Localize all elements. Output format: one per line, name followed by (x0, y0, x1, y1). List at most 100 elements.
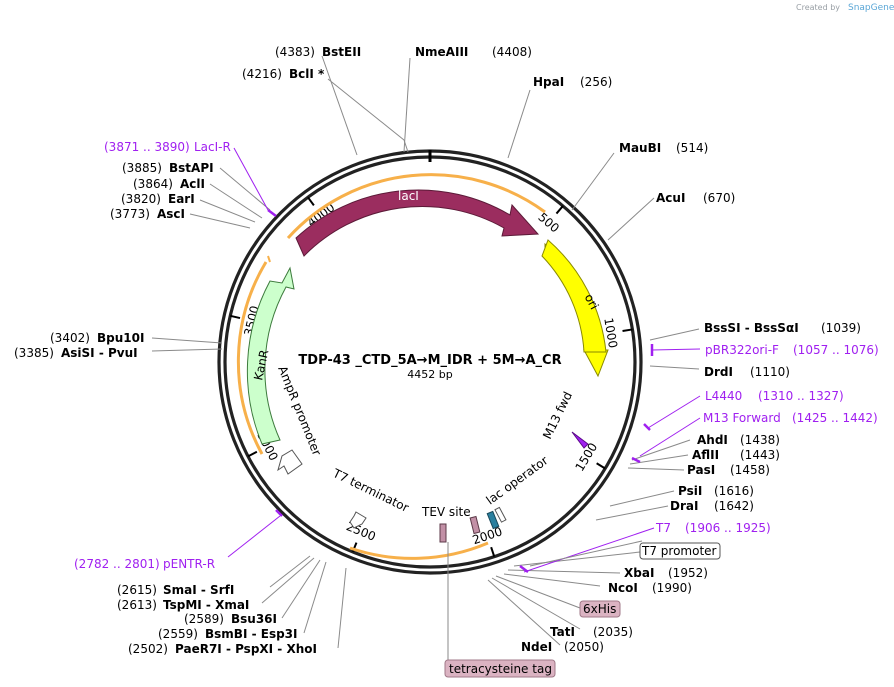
tetracysteine-tag (444, 659, 556, 678)
site-name-drdi: DrdI (704, 365, 733, 379)
tick-mark-500 (555, 205, 564, 215)
site-name-bcli: BclI * (289, 67, 325, 81)
site-name-ncoi: NcoI (608, 581, 638, 595)
site-name-paer7i: PaeR7I - PspXI - XhoI (175, 642, 317, 656)
site-pos-acli: (3864) (133, 177, 173, 191)
tick-label-1000: 1000 (601, 317, 620, 349)
laci-track-end (267, 255, 271, 263)
site-name-smai: SmaI - SrfI (163, 583, 234, 597)
site-pos-bpu10i: (3402) (50, 331, 90, 345)
tev-site-box (439, 523, 447, 543)
ori-label: ori (582, 291, 602, 311)
m13-fwd-label: M13 fwd (540, 389, 575, 441)
primer-range-l4440: (1310 .. 1327) (758, 389, 844, 403)
site-pos-asci: (3773) (110, 207, 150, 221)
site-name-bpu10i: Bpu10I (97, 331, 144, 345)
primer-range-pentr: (2782 .. 2801) (74, 557, 160, 571)
ori-arrow-body (541, 239, 607, 353)
site-name-bsteii: BstEII (322, 45, 361, 59)
site-name-psii: PsiI (678, 484, 702, 498)
site-name-xbai: XbaI (624, 566, 654, 580)
site-pos-psii: (1616) (714, 484, 754, 498)
site-pos-pasi: (1458) (730, 463, 770, 477)
site-name-ndei: NdeI (521, 640, 552, 654)
tick-mark-4000 (307, 196, 315, 206)
site-pos-ahdi: (1438) (740, 433, 780, 447)
site-name-nmeaiii: NmeAIII (415, 45, 468, 59)
site-pos-bstapi: (3885) (122, 161, 162, 175)
site-name-tati: TatI (550, 625, 575, 639)
site-pos-tati: (2035) (593, 625, 633, 639)
site-name-drai: DraI (670, 499, 698, 513)
primer-marks (267, 209, 654, 573)
site-pos-tspmi: (2613) (117, 598, 157, 612)
site-pos-bsssi: (1039) (821, 321, 861, 335)
credit-brand: SnapGene (848, 3, 894, 13)
primer-name-l4440: L4440 (705, 389, 742, 403)
site-name-aflii: AflII (692, 448, 719, 462)
site-name-asisi: AsiSI - PvuI (61, 346, 138, 360)
primer-range-m13fwd: (1425 .. 1442) (792, 411, 878, 425)
site-pos-ndei: (2050) (564, 640, 604, 654)
primer-range-t7: (1906 .. 1925) (685, 521, 771, 535)
site-pos-eari: (3820) (121, 192, 161, 206)
tick-label-500: 500 (535, 210, 562, 236)
site-name-bstapi: BstAPI (169, 161, 214, 175)
laci-track (286, 173, 546, 240)
tick-mark-2000 (490, 546, 496, 557)
site-pos-bsteii: (4383) (275, 45, 315, 59)
his-tag-box (469, 515, 481, 535)
site-pos-ncoi: (1990) (652, 581, 692, 595)
leader-lines (151, 55, 701, 660)
site-name-asci: AscI (157, 207, 185, 221)
kanr-arrow (246, 266, 295, 445)
site-name-bsu36i: Bsu36I (231, 612, 277, 626)
his-tag (579, 600, 621, 618)
site-pos-bsmbi: (2559) (158, 627, 198, 641)
m13-fwd-arrow (571, 431, 589, 449)
site-name-acui: AcuI (656, 191, 685, 205)
site-pos-smai: (2615) (117, 583, 157, 597)
t7-terminator-arrow (349, 511, 367, 529)
site-pos-hpai: (256) (580, 75, 612, 89)
lac-operator-box (486, 510, 500, 530)
his-tag-label: 6xHis (583, 602, 616, 616)
site-pos-bsu36i: (2589) (184, 612, 224, 626)
site-pos-paer7i: (2502) (128, 642, 168, 656)
kanr-track (236, 261, 268, 455)
primer-name-laci-r: LacI-R (194, 140, 231, 154)
ampr-promoter-label: AmpR promoter (275, 364, 324, 458)
site-pos-asisi: (3385) (14, 346, 54, 360)
ampr-track (349, 541, 489, 560)
plasmid-name: TDP-43 _CTD_5A→M_IDR + 5M→A_CR (298, 353, 561, 368)
primer-range-laci-r: (3871 .. 3890) (104, 140, 190, 154)
site-name-eari: EarI (168, 192, 195, 206)
site-name-ahdi: AhdI (697, 433, 728, 447)
plasmid-length: 4452 bp (407, 368, 452, 381)
tev-site-label: TEV site (421, 505, 471, 519)
ampr-promoter-arrow (277, 449, 303, 475)
credit-prefix: Created by (796, 3, 840, 12)
primer-name-pbr322: pBR322ori-F (705, 343, 779, 357)
t7-promoter-label: T7 promoter (641, 544, 717, 558)
site-name-bsmbi: BsmBI - Esp3I (205, 627, 297, 641)
primer-range-pbr322: (1057 .. 1076) (793, 343, 879, 357)
t7-promoter-tag (639, 542, 721, 560)
primer-name-pentr: pENTR-R (163, 557, 215, 571)
primer-name-t7: T7 (655, 521, 671, 535)
site-pos-bcli: (4216) (242, 67, 282, 81)
tick-mark-3000 (247, 450, 258, 458)
site-name-acli: AclI (180, 177, 205, 191)
site-pos-drai: (1642) (714, 499, 754, 513)
site-pos-maubi: (514) (676, 141, 708, 155)
site-pos-drdi: (1110) (750, 365, 790, 379)
site-name-bsssi: BssSI - BssSαI (704, 321, 799, 335)
site-pos-xbai: (1952) (668, 566, 708, 580)
site-name-maubi: MauBI (619, 141, 661, 155)
tick-mark-1000 (622, 328, 633, 333)
site-name-tspmi: TspMI - XmaI (163, 598, 249, 612)
laci-label: lacI (398, 189, 419, 203)
t7-promoter-box (494, 506, 507, 523)
tetracysteine-tag-label: tetracysteine tag (449, 662, 552, 676)
